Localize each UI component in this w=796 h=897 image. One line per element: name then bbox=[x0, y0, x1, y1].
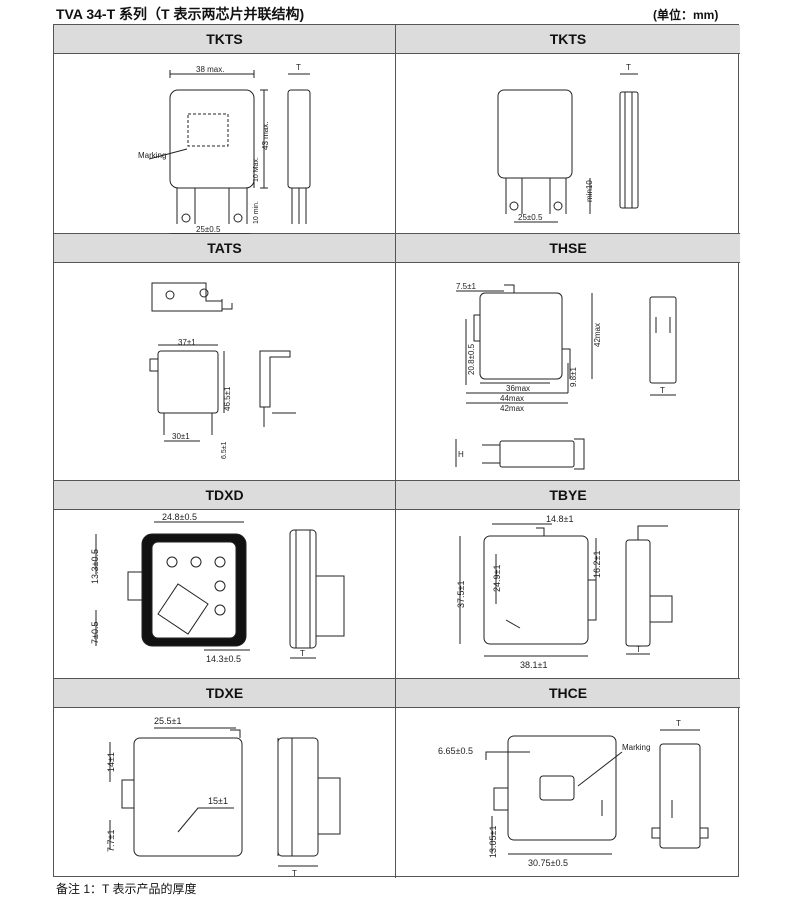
cell-tkts-2: TKTS min10 25±0.5 T bbox=[396, 25, 740, 234]
cell-tdxd: TDXD 24.8±0.5 13.3±0.5 7±0.5 14.3±0.5 bbox=[54, 481, 396, 679]
dim-b: 20.8±0.5 bbox=[467, 343, 476, 375]
dim-w: 37±1 bbox=[178, 338, 196, 347]
drawing-tdxd: 24.8±0.5 13.3±0.5 7±0.5 14.3±0.5 T bbox=[54, 510, 395, 678]
cell-tbye: TBYE 14.8±1 37.5±1 24.9±1 16.2±1 38.1±1 bbox=[396, 481, 740, 679]
dim-b: 13.05±1 bbox=[488, 826, 498, 858]
cell-header: TKTS bbox=[54, 25, 395, 54]
dim-d: 44max bbox=[500, 394, 524, 403]
dim-h: H bbox=[458, 450, 464, 459]
dim-c: 36max bbox=[506, 384, 530, 393]
dim-pitch: 25±0.5 bbox=[518, 213, 543, 222]
dim-t: T bbox=[296, 63, 301, 72]
cell-thse: THSE 7.5±1 20.8±0.5 36max 44ma bbox=[396, 234, 740, 481]
dim-pitch: 25±0.5 bbox=[196, 225, 221, 234]
dim-g: 9.8±1 bbox=[569, 366, 578, 387]
dim-d: 38.1±1 bbox=[520, 660, 547, 670]
dim-h2: 10 Max. bbox=[253, 157, 260, 182]
dim-q: 14.3±0.5 bbox=[206, 654, 241, 664]
cell-tdxe: TDXE 25.5±1 14±1 15±1 7.7±1 T bbox=[54, 679, 396, 878]
dim-p: 7±0.5 bbox=[90, 622, 100, 644]
dim-h: 37.5±1 bbox=[456, 581, 466, 608]
cell-tats: TATS 37±1 46.5±1 30±1 6.5±1 bbox=[54, 234, 396, 481]
drawing-table: TKTS 38 max. 43 max. 10 Max. 10 min. 25± bbox=[53, 24, 740, 878]
dim-t: T bbox=[676, 719, 681, 728]
dim-f: 42max bbox=[593, 323, 602, 347]
dim-a: 7.5±1 bbox=[456, 282, 477, 291]
dim-w: 38 max. bbox=[196, 65, 224, 74]
dim-w: 25.5±1 bbox=[154, 716, 181, 726]
drawing-tkts-1: 38 max. 43 max. 10 Max. 10 min. 25±0.5 M… bbox=[54, 54, 395, 235]
drawing-thse: 7.5±1 20.8±0.5 36max 44max 42max 42max 9… bbox=[396, 263, 740, 480]
footnote: 备注 1：T 表示产品的厚度 bbox=[56, 882, 197, 896]
cell-tkts-1: TKTS 38 max. 43 max. 10 Max. 10 min. 25± bbox=[54, 25, 396, 235]
dim-c: 30.75±0.5 bbox=[528, 858, 568, 868]
cell-header: TATS bbox=[54, 234, 395, 263]
dim-a: 6.65±0.5 bbox=[438, 746, 473, 756]
dim-t: T bbox=[626, 63, 631, 72]
dim-w: 14.8±1 bbox=[546, 514, 573, 524]
label-marking: Marking bbox=[622, 743, 650, 752]
dim-t: T bbox=[292, 869, 297, 878]
dim-b: 24.9±1 bbox=[492, 565, 502, 592]
page-title: TVA 34-T 系列（T 表示两芯片并联结构) bbox=[56, 6, 305, 22]
dim-b: 15±1 bbox=[208, 796, 228, 806]
dim-lead: 10 min. bbox=[253, 201, 260, 224]
label-marking: Marking bbox=[138, 151, 166, 160]
cell-header: TDXE bbox=[54, 679, 395, 708]
cell-thce: THCE 6.65±0.5 13.05±1 30.75±0.5 Marking bbox=[396, 679, 740, 878]
drawing-tkts-2: min10 25±0.5 T bbox=[396, 54, 740, 233]
dim-t: T bbox=[636, 645, 641, 654]
dim-lead: 6.5±1 bbox=[221, 441, 228, 459]
drawing-tdxe: 25.5±1 14±1 15±1 7.7±1 T bbox=[54, 708, 395, 878]
dim-pitch: 30±1 bbox=[172, 432, 190, 441]
dim-c: 7.7±1 bbox=[106, 830, 116, 852]
cell-header: TBYE bbox=[396, 481, 740, 510]
dim-t: T bbox=[300, 649, 305, 658]
dim-c: 16.2±1 bbox=[592, 551, 602, 578]
cell-header: TKTS bbox=[396, 25, 740, 54]
unit-note: (单位：mm) bbox=[653, 8, 719, 22]
dim-h: 46.5±1 bbox=[223, 386, 232, 411]
dim-h: 14±1 bbox=[106, 752, 116, 772]
drawing-thce: 6.65±0.5 13.05±1 30.75±0.5 Marking T bbox=[396, 708, 740, 878]
dim-h: 43 max. bbox=[261, 122, 270, 150]
cell-header: THSE bbox=[396, 234, 740, 263]
dim-w: 24.8±0.5 bbox=[162, 512, 197, 522]
cell-header: THCE bbox=[396, 679, 740, 708]
dim-t: T bbox=[660, 386, 665, 395]
drawing-tbye: 14.8±1 37.5±1 24.9±1 16.2±1 38.1±1 T bbox=[396, 510, 740, 678]
cell-header: TDXD bbox=[54, 481, 395, 510]
dim-h: 13.3±0.5 bbox=[90, 549, 100, 584]
dim-e: 42max bbox=[500, 404, 524, 413]
drawing-tats: 37±1 46.5±1 30±1 6.5±1 bbox=[54, 263, 395, 480]
dim-lead: min10 bbox=[585, 180, 594, 202]
